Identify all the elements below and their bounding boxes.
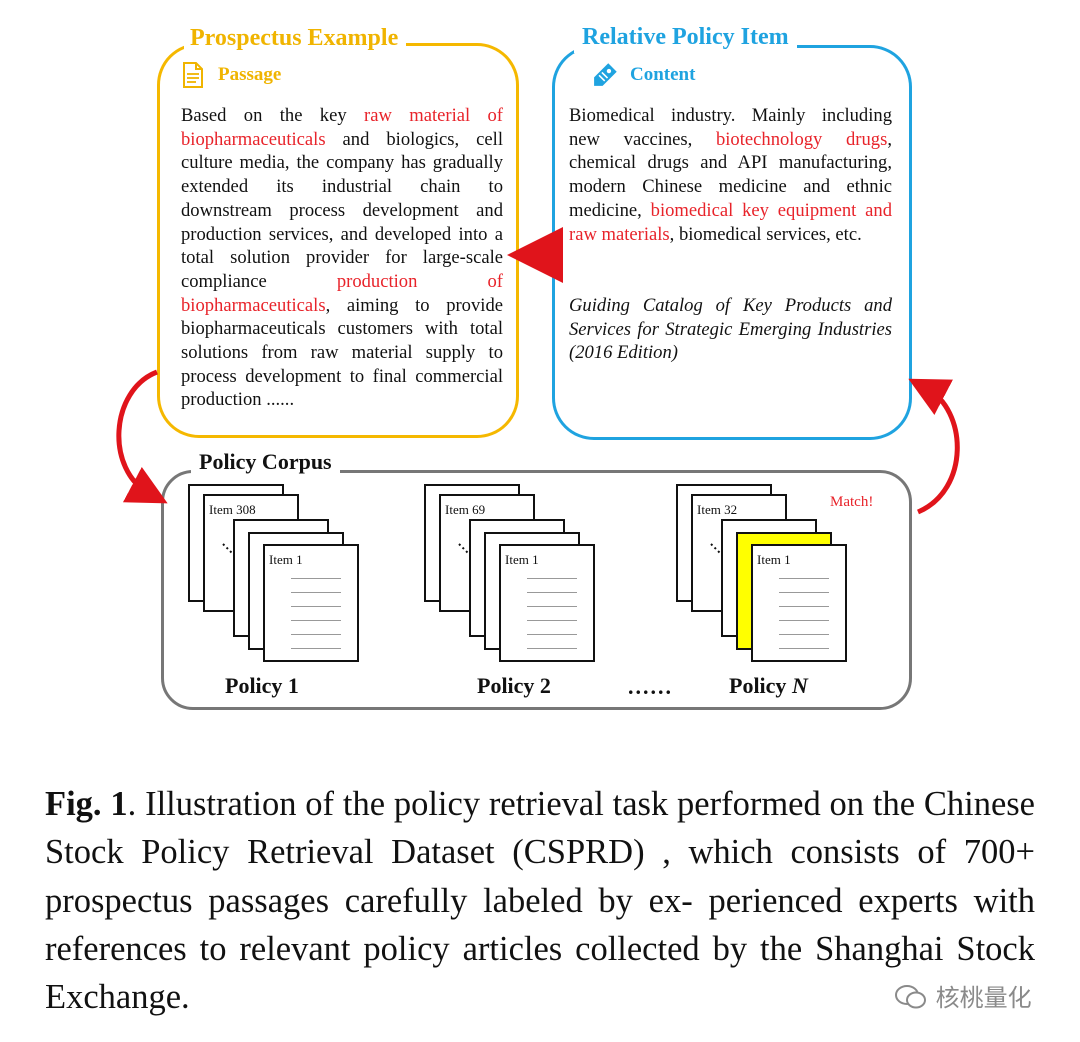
content-highlight: biotechnology drugs — [715, 128, 888, 150]
policy-label: Policy 1 — [225, 673, 299, 698]
text-line — [291, 578, 341, 579]
policy-item-front-label: Item 1 — [505, 552, 539, 567]
prospectus-title: Prospectus Example — [184, 22, 407, 54]
text-line — [527, 648, 577, 649]
watermark-text: 核桃量化 — [935, 984, 1032, 1012]
content-segment: , chemical drugs and API manufacturing, … — [569, 128, 892, 221]
wechat-icon — [894, 984, 928, 1010]
document-icon — [183, 62, 203, 88]
tag-icon — [594, 63, 617, 86]
passage-segment: and biologics, cell culture media, the c… — [181, 128, 503, 292]
policy-label: Policy N — [729, 673, 808, 698]
text-line — [779, 592, 829, 593]
policy-item-front: Item 1 — [499, 544, 595, 662]
content-segment: Biomedical industry. Mainly including ne… — [569, 105, 892, 150]
text-line — [291, 634, 341, 635]
text-line — [527, 606, 577, 607]
passage-segment: Based on the key — [181, 105, 365, 126]
text-line — [291, 648, 341, 649]
arrow-prospectus-to-corpus — [116, 369, 168, 504]
passage-highlight: production of biopharmaceuticals — [181, 270, 503, 316]
content-highlight: biomedical key equipment and raw materia… — [569, 199, 892, 245]
policy-item-front: Item 1 — [751, 544, 847, 662]
policy-corpus-panel — [161, 470, 912, 710]
text-line — [527, 620, 577, 621]
text-line — [779, 606, 829, 607]
text-line — [291, 620, 341, 621]
policies-ellipsis: ...... — [628, 674, 673, 699]
text-line — [527, 592, 577, 593]
watermark: 核桃量化 — [894, 978, 1032, 1013]
text-line — [527, 634, 577, 635]
figure-caption-label: Fig. 1 — [45, 785, 128, 823]
policy-item-title: Relative Policy Item — [574, 21, 797, 53]
policy-item-front: Item 1 — [263, 544, 359, 662]
passage-highlight: raw material of biopharmaceuticals — [181, 105, 503, 150]
content-segment: , biomedical services, etc. — [669, 223, 862, 245]
text-line — [527, 578, 577, 579]
figure-caption: Fig. 1. Illustration of the policy retri… — [45, 780, 1035, 1021]
text-line — [779, 648, 829, 649]
policy-item-front-label: Item 1 — [269, 552, 303, 567]
policy-corpus-title: Policy Corpus — [191, 447, 340, 477]
passage-label: Passage — [218, 64, 282, 85]
policy-source-text: Guiding Catalog of Key Products and Serv… — [569, 295, 892, 364]
policy-item-front-label: Item 1 — [757, 552, 791, 567]
policy-label: Policy 2 — [477, 673, 551, 698]
policy-label-index: N — [791, 673, 808, 698]
text-line — [779, 634, 829, 635]
passage-segment: , aiming to provide biopharmaceuticals c… — [181, 294, 503, 411]
passage-text: Based on the key raw material of biophar… — [181, 104, 503, 412]
arrow-match-to-policy — [908, 378, 960, 515]
match-label: Match! — [830, 494, 874, 510]
policy-content-text: Biomedical industry. Mainly including ne… — [569, 104, 892, 246]
arrows-layer — [116, 227, 960, 515]
text-line — [779, 578, 829, 579]
content-label: Content — [630, 64, 696, 85]
figure-caption-text: . Illustration of the policy retrieval t… — [45, 785, 1035, 1017]
policy-item-top-label: Item 308 — [209, 502, 256, 517]
policy-item-top-label: Item 32 — [697, 502, 738, 517]
text-line — [779, 620, 829, 621]
text-line — [291, 606, 341, 607]
text-line — [291, 592, 341, 593]
policy-item-top-label: Item 69 — [445, 502, 486, 517]
